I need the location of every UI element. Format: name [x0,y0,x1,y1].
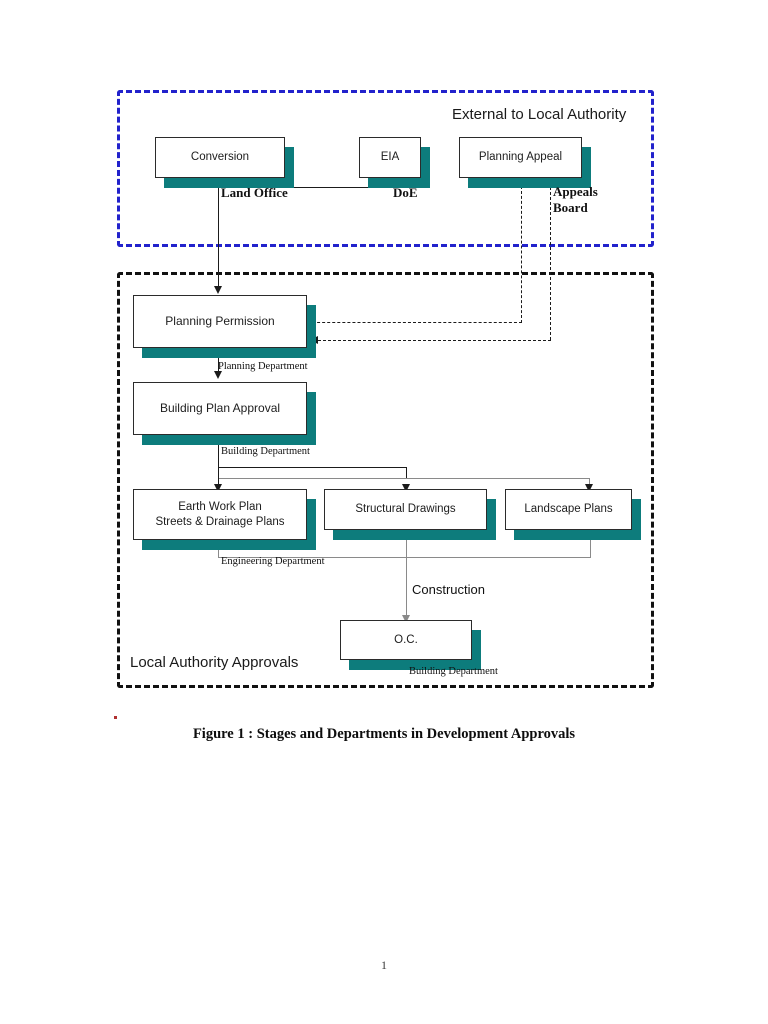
node-structural-drawings[interactable]: Structural Drawings [324,489,496,540]
node-structural-drawings-label: Structural Drawings [355,503,456,516]
zone-local-label: Local Authority Approvals [130,654,299,671]
connector-appeal-decision-horizontal [318,340,551,341]
connector-fork-bus-dark [218,467,407,468]
tag-appeals-board-line2: Board [553,200,588,215]
node-structural-drawings-face: Structural Drawings [324,489,487,530]
arrowhead-oc-in [402,615,410,623]
tag-land-office: Land Office [221,185,288,200]
arrowhead-planning-permission-in [214,286,222,294]
node-building-plan-approval-label: Building Plan Approval [159,401,281,415]
connector-fork-bus-gray [218,478,590,479]
node-earth-work-plan-label-line1: Earth Work Plan [178,501,262,514]
zone-external-to-local-authority [117,90,654,247]
connector-fork-landscape-drop [589,478,590,486]
stray-red-mark [114,716,117,719]
node-planning-appeal-label: Planning Appeal [478,151,563,164]
node-planning-permission[interactable]: Planning Permission [133,295,316,358]
tag-building-department: Building Department [221,446,310,457]
tag-appeals-board-line1: Appeals [553,184,598,199]
connector-conversion-to-planning-permission [218,180,219,288]
connector-appeal-request-vertical [521,186,522,323]
tag-doe: DoE [393,185,418,200]
node-planning-appeal[interactable]: Planning Appeal [459,137,591,188]
arrowhead-earth-work-in [214,484,222,492]
connector-appeal-request-horizontal [307,322,522,323]
page-number: 1 [381,958,387,972]
arrowhead-landscape-in [585,484,593,492]
tag-building-department-oc: Building Department [409,666,498,677]
node-oc-label: O.C. [394,633,418,646]
node-earth-work-plan-face: Earth Work Plan Streets & Drainage Plans [133,489,307,540]
arrowhead-structural-in [402,484,410,492]
tag-construction: Construction [412,582,485,597]
connector-merge-bus [218,557,591,558]
figure-caption: Figure 1 : Stages and Departments in Dev… [192,726,576,742]
connector-landscape-down [590,537,591,557]
node-landscape-plans[interactable]: Landscape Plans [505,489,641,540]
tag-planning-department: Planning Department [218,361,308,372]
zone-external-label: External to Local Authority [452,106,627,123]
tag-engineering-department: Engineering Department [221,556,325,567]
node-earth-work-plan[interactable]: Earth Work Plan Streets & Drainage Plans [133,489,316,550]
zone-local-authority-approvals [117,272,654,688]
node-eia-label: EIA [380,151,400,164]
node-earth-work-plan-label-line2: Streets & Drainage Plans [155,515,285,528]
node-planning-appeal-face: Planning Appeal [459,137,582,178]
node-building-plan-approval-face: Building Plan Approval [133,382,307,435]
node-oc[interactable]: O.C. [340,620,481,670]
node-conversion-label: Conversion [190,151,250,164]
node-oc-face: O.C. [340,620,472,660]
connector-eia-to-conversion-line [218,187,399,188]
node-landscape-plans-face: Landscape Plans [505,489,632,530]
connector-fork-earthwork-drop [218,467,219,487]
node-landscape-plans-label: Landscape Plans [524,503,613,516]
node-planning-permission-face: Planning Permission [133,295,307,348]
node-conversion[interactable]: Conversion [155,137,294,188]
connector-fork-structural-drop [406,467,407,479]
node-eia[interactable]: EIA [359,137,430,188]
connector-construction-line [406,557,407,622]
node-conversion-face: Conversion [155,137,285,178]
node-planning-permission-label: Planning Permission [165,314,275,328]
node-eia-face: EIA [359,137,421,178]
connector-structural-down [406,537,407,557]
connector-building-plan-down [218,435,219,467]
connector-appeal-decision-vertical [550,182,551,340]
connector-planning-to-building-plan [218,348,219,374]
node-building-plan-approval[interactable]: Building Plan Approval [133,382,316,445]
arrowhead-building-plan-in [214,371,222,379]
